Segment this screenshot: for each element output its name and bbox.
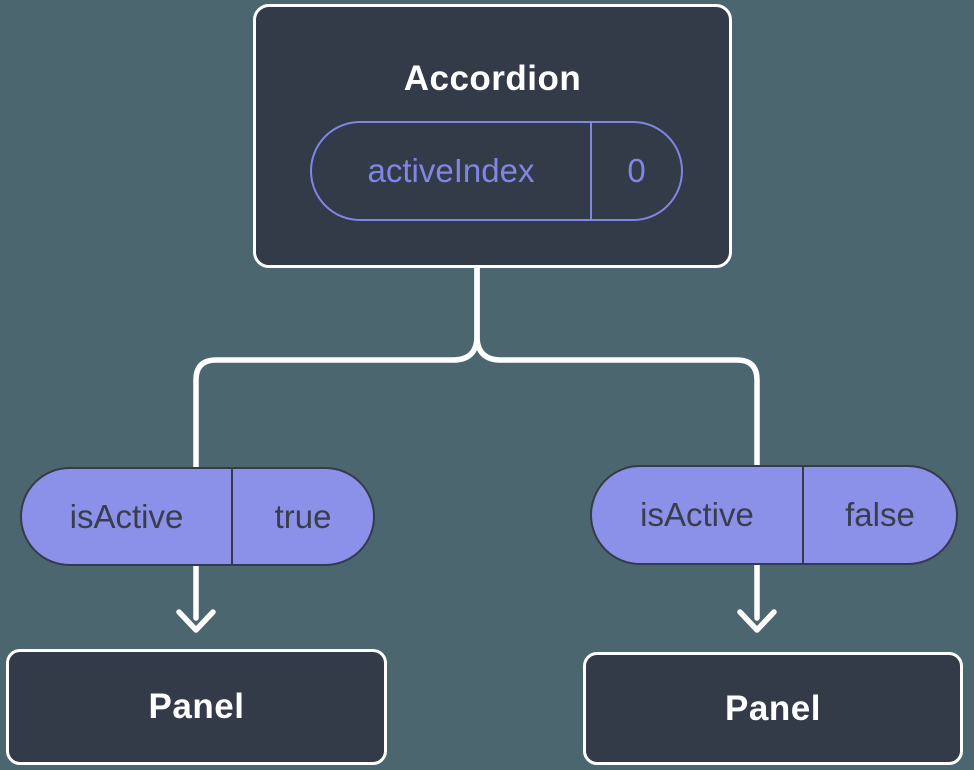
is-active-pill-left: isActive true	[20, 467, 375, 566]
accordion-node: Accordion activeIndex 0	[253, 4, 732, 268]
panel-node-right: Panel	[583, 652, 963, 765]
arrow-down-icon	[737, 609, 777, 633]
active-index-prop-pill: activeIndex 0	[310, 121, 683, 221]
arrow-down-icon	[176, 609, 216, 633]
prop-name-label: activeIndex	[312, 123, 592, 219]
state-name-label: isActive	[592, 467, 804, 563]
state-name-label: isActive	[22, 469, 233, 564]
accordion-node-title: Accordion	[403, 59, 582, 98]
prop-value-label: 0	[627, 152, 646, 189]
panel-node-left: Panel	[6, 649, 387, 765]
connector-branch-right	[474, 265, 760, 621]
panel-node-title: Panel	[725, 688, 821, 728]
state-value-label: true	[274, 497, 332, 535]
panel-node-title: Panel	[148, 687, 245, 726]
is-active-pill-right: isActive false	[590, 465, 958, 565]
state-value-label: false	[845, 496, 915, 533]
